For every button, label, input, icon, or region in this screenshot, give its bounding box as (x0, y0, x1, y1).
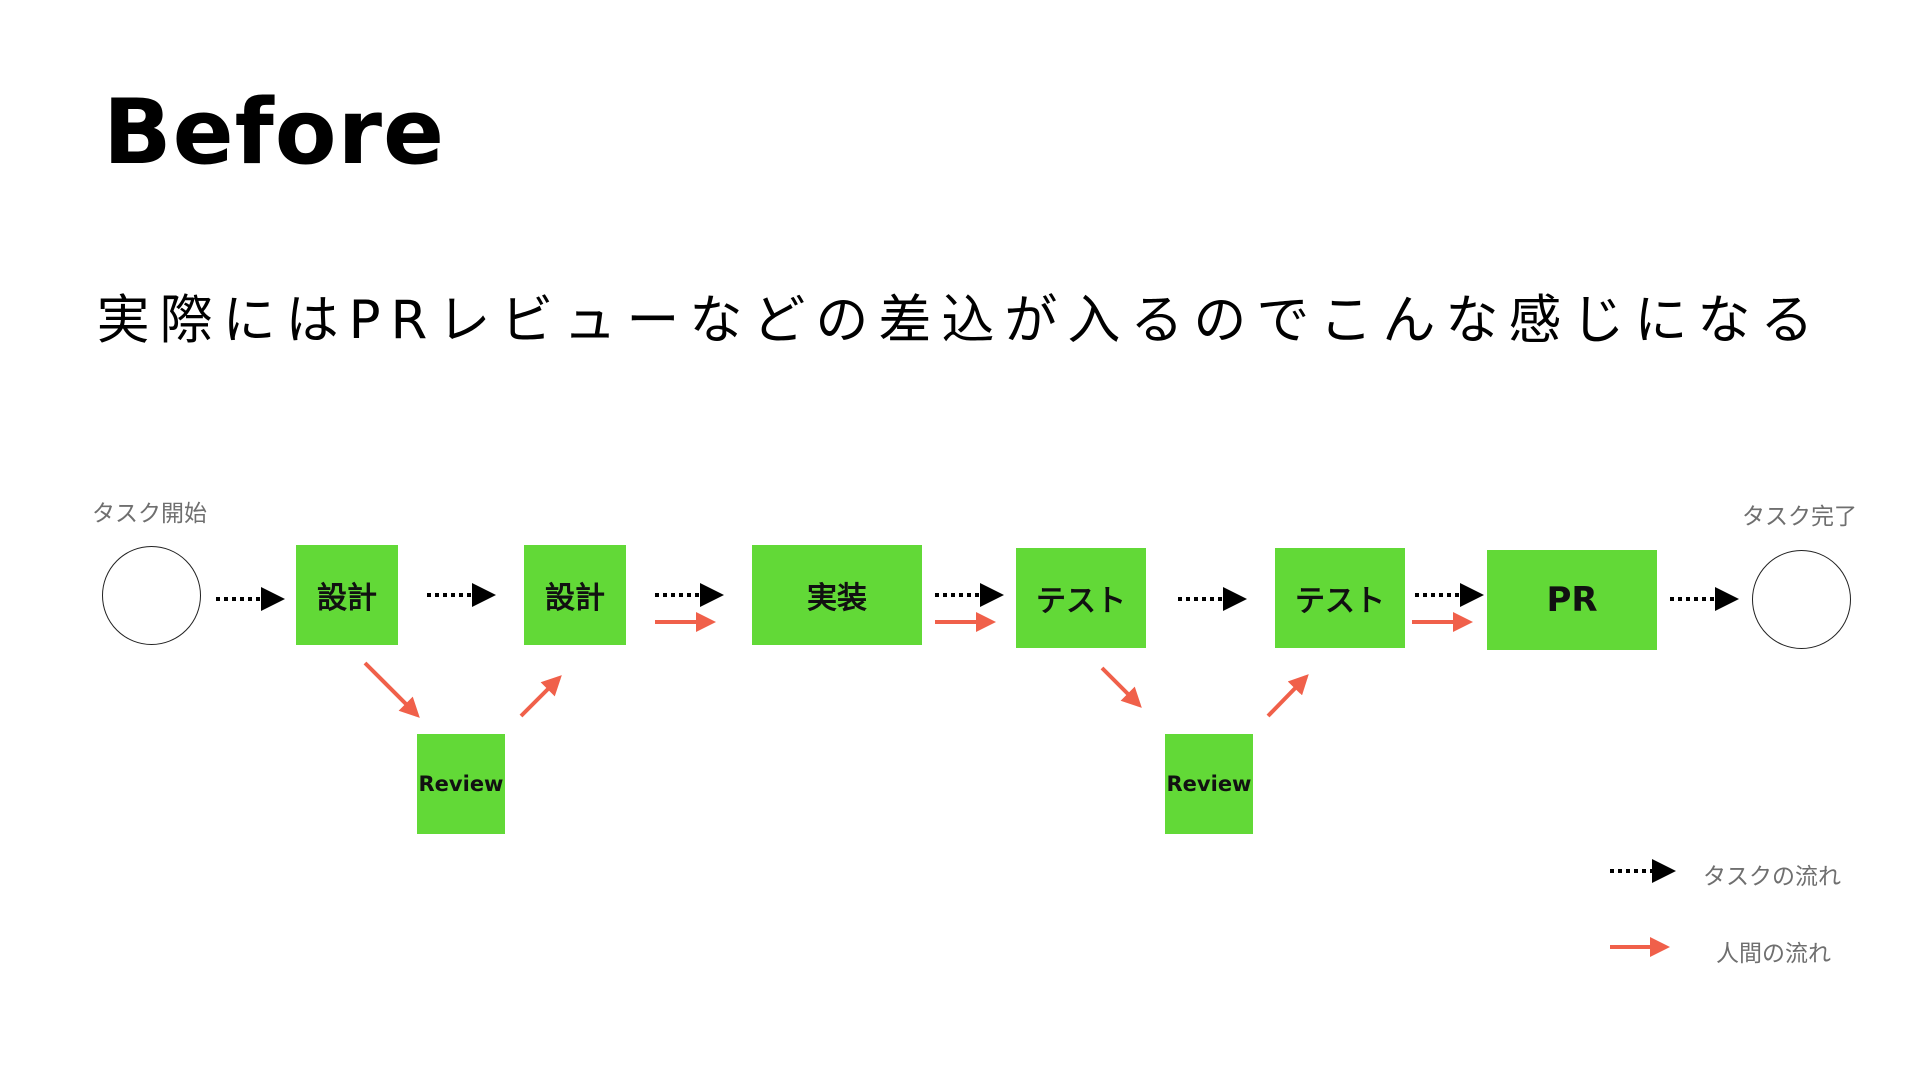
human-arrow-review-2-out (1266, 674, 1309, 718)
node-design-2: 設計 (524, 545, 626, 645)
end-node (1752, 550, 1851, 649)
start-label: タスク開始 (92, 501, 207, 527)
node-test-2: テスト (1275, 548, 1405, 648)
slide-subtitle: 実際にはPRレビューなどの差込が入るのでこんな感じになる (96, 290, 1824, 351)
node-review-2: Review (1165, 734, 1253, 834)
node-test-1: テスト (1016, 548, 1146, 648)
node-review-1: Review (417, 734, 505, 834)
slide-title: Before (103, 80, 446, 185)
node-implement: 実装 (752, 545, 922, 645)
end-label: タスク完了 (1742, 504, 1857, 530)
human-arrow-review-1-in (363, 661, 420, 718)
node-design-1: 設計 (296, 545, 398, 645)
legend-task-label: タスクの流れ (1703, 864, 1841, 890)
start-node (102, 546, 201, 645)
legend-human-label: 人間の流れ (1716, 941, 1831, 967)
human-arrow-review-2-in (1100, 666, 1142, 708)
human-arrow-review-1-out (519, 675, 562, 718)
node-pr: PR (1487, 550, 1657, 650)
